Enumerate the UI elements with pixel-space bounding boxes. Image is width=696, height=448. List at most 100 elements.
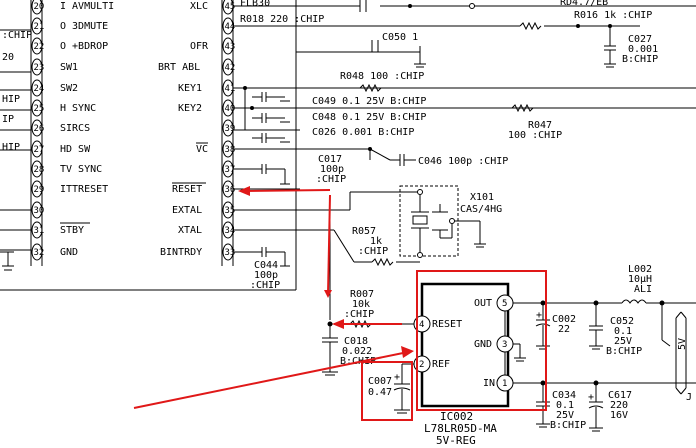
pin-label: REF	[432, 359, 450, 370]
c017-type: :CHIP	[316, 174, 346, 185]
edge-label-chip: :CHIP	[2, 30, 32, 41]
pin-number: 31	[34, 226, 45, 236]
r016-label: R016 1k :CHIP	[574, 10, 652, 21]
right-pin: 41 KEY1	[178, 79, 236, 97]
pin-label: BRT ABL	[158, 62, 200, 73]
pin-number: 21	[34, 22, 45, 32]
r057-name: R057	[352, 226, 376, 237]
pin-number: 24	[34, 84, 45, 94]
x101-name: X101	[470, 192, 494, 203]
c017-name: C017	[318, 154, 342, 165]
c018-value: 0.022	[342, 346, 372, 357]
r057-type: :CHIP	[358, 246, 388, 257]
pin-label: RESET	[172, 184, 202, 195]
c018-name: C018	[344, 336, 368, 347]
c052-voltage: 25V	[614, 336, 632, 347]
ic002-highlight-box	[416, 270, 547, 411]
c044-name: C044	[254, 260, 278, 271]
left-pin: 25 H SYNC	[31, 99, 96, 117]
pin-label: I AVMULTI	[60, 1, 114, 12]
svg-text:+: +	[536, 310, 542, 321]
ic002-regulator: 5 OUT 3 GND 1 IN 4 RESET 2 REF	[413, 282, 514, 408]
pin-number: 43	[225, 42, 236, 52]
pin-number: 29	[34, 185, 45, 195]
c049-label: C049 0.1 25V B:CHIP	[312, 96, 426, 107]
crystal-network	[233, 185, 486, 267]
c017-value: 100p	[320, 164, 344, 175]
red-highlight-annotations	[133, 186, 547, 421]
r007-value: 10k	[352, 299, 370, 310]
pin-number: 27	[34, 145, 45, 155]
x101-part: CAS/4HG	[460, 204, 502, 215]
left-pin: 29 ITTRESET	[31, 180, 108, 198]
c007-capacitor: +	[393, 363, 420, 414]
l002-value: 10μH	[628, 274, 652, 285]
pin-number: 22	[34, 42, 45, 52]
pin-label: TV SYNC	[60, 164, 102, 175]
pin-number: 5	[502, 299, 507, 309]
left-pin: 32 GND	[31, 243, 78, 261]
pin-label: IN	[483, 378, 495, 389]
pin-label: XTAL	[178, 225, 202, 236]
c002-name: C002	[552, 314, 576, 325]
c027-type: B:CHIP	[622, 54, 658, 65]
right-pin: 39	[222, 119, 235, 137]
pin-number: 40	[225, 104, 236, 114]
ic002-pin-reset: 4 RESET	[413, 315, 462, 333]
edge-label-20: 20	[2, 52, 14, 63]
pin-number: 23	[34, 63, 45, 73]
c007-name: C007	[368, 376, 392, 387]
pin-number: 33	[225, 248, 236, 258]
pin-label: KEY1	[178, 83, 202, 94]
c044-value: 100p	[254, 270, 278, 281]
pin-label: VC	[196, 144, 208, 155]
r047-value: 100 :CHIP	[508, 130, 562, 141]
right-pin: 42 BRT ABL	[158, 58, 236, 76]
c027-name: C027	[628, 34, 652, 45]
pin-label: OFR	[190, 41, 209, 52]
c050-label: C050 1	[382, 32, 418, 43]
r048-label: R048 100 :CHIP	[340, 71, 424, 82]
svg-text:+: +	[394, 372, 400, 383]
c617-voltage: 16V	[610, 410, 628, 421]
svg-text:+: +	[588, 392, 594, 403]
pin-label: OUT	[474, 298, 492, 309]
ic002-ref: IC002	[440, 410, 473, 423]
pin-label: H SYNC	[60, 103, 96, 114]
pin-label: O +BDROP	[60, 41, 108, 52]
edge-label-hip-2: HIP	[2, 142, 20, 153]
left-pin: 24 SW2	[31, 79, 78, 97]
connector-j-label: J	[686, 392, 692, 403]
pin-label: HD SW	[60, 144, 91, 155]
main-ic-body	[0, 0, 297, 291]
pin-number: 45	[225, 2, 236, 12]
pin-label: SW2	[60, 83, 78, 94]
ic002-desc: 5V-REG	[436, 434, 476, 447]
pin-number: 25	[34, 104, 45, 114]
edge-label-top-left: FLB30	[240, 0, 270, 9]
c052-value: 0.1	[614, 326, 632, 337]
pin-label: GND	[60, 247, 78, 258]
pin-number: 4	[419, 320, 424, 330]
c034-voltage: 25V	[556, 410, 574, 421]
pin-number: 42	[225, 63, 236, 73]
ic002-body	[420, 282, 510, 408]
c052-type: B:CHIP	[606, 346, 642, 357]
pin-label: ITTRESET	[60, 184, 108, 195]
pin-number: 32	[34, 248, 45, 258]
pin-number: 41	[225, 84, 236, 94]
ic002-part: L78LR05D-MA	[424, 422, 497, 435]
c048-label: C048 0.1 25V B:CHIP	[312, 112, 426, 123]
edge-label-top-right: RD4.7/EB	[560, 0, 608, 8]
c034-type: B:CHIP	[550, 420, 586, 431]
c034-name: C034	[552, 390, 576, 401]
